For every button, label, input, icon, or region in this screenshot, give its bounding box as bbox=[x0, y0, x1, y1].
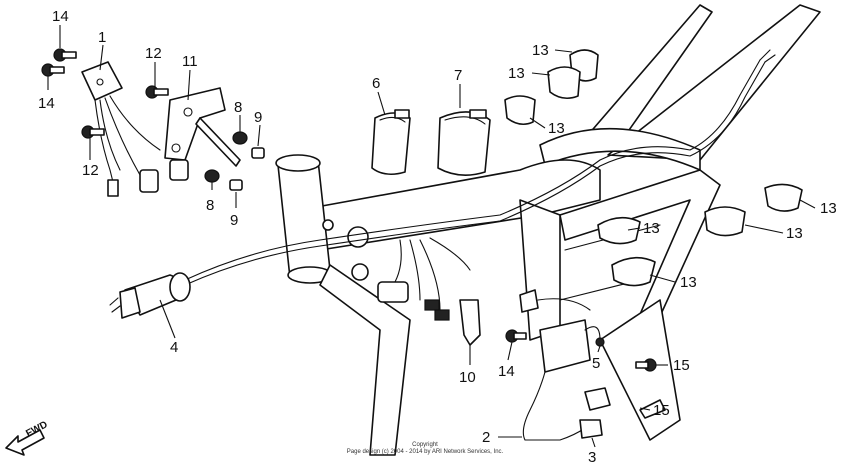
callout-7: 7 bbox=[454, 67, 462, 84]
parts-13-clamps bbox=[504, 49, 803, 287]
callout-15: 15 bbox=[653, 402, 670, 419]
callout-8: 8 bbox=[234, 99, 242, 116]
callout-13: 13 bbox=[820, 200, 837, 217]
callout-10: 10 bbox=[459, 369, 476, 386]
parts-6-7-bands bbox=[371, 109, 491, 176]
part-4-switch bbox=[109, 272, 191, 319]
callout-2: 2 bbox=[482, 429, 490, 446]
callout-labels: 14 14 1 12 11 12 8 9 8 9 6 7 13 13 13 13… bbox=[38, 8, 837, 466]
callout-3: 3 bbox=[588, 449, 596, 466]
callout-13: 13 bbox=[508, 65, 525, 82]
callout-5: 5 bbox=[592, 355, 600, 372]
bolts bbox=[41, 48, 527, 343]
leader-lines bbox=[47, 25, 816, 448]
callout-14: 14 bbox=[38, 95, 55, 112]
callout-12: 12 bbox=[82, 162, 99, 179]
callout-11: 11 bbox=[182, 53, 198, 70]
callout-9: 9 bbox=[230, 212, 238, 229]
callout-4: 4 bbox=[170, 339, 178, 356]
callout-6: 6 bbox=[372, 75, 380, 92]
frame bbox=[275, 4, 821, 456]
copyright-line-1: Copyright bbox=[412, 442, 438, 448]
part-10-clip bbox=[459, 299, 481, 346]
callout-1: 1 bbox=[98, 29, 106, 46]
fwd-arrow: FWD bbox=[5, 419, 50, 456]
copyright: Copyright Page design (c) 2004 - 2014 by… bbox=[347, 442, 504, 455]
part-1-regulator bbox=[81, 61, 161, 197]
wire-harness bbox=[184, 49, 776, 321]
callout-8: 8 bbox=[206, 197, 214, 214]
callout-13: 13 bbox=[786, 225, 803, 242]
part-11-bracket bbox=[164, 87, 226, 181]
callout-9: 9 bbox=[254, 109, 262, 126]
callout-15: 15 bbox=[673, 357, 690, 374]
parts-8-9 bbox=[195, 117, 265, 191]
callout-14: 14 bbox=[498, 363, 515, 380]
callout-13: 13 bbox=[548, 120, 565, 137]
callout-13: 13 bbox=[532, 42, 549, 59]
callout-14: 14 bbox=[52, 8, 69, 25]
copyright-line-2: Page design (c) 2004 - 2014 by ARI Netwo… bbox=[347, 449, 504, 455]
callout-13: 13 bbox=[680, 274, 697, 291]
callout-12: 12 bbox=[145, 45, 162, 62]
callout-13: 13 bbox=[643, 220, 660, 237]
